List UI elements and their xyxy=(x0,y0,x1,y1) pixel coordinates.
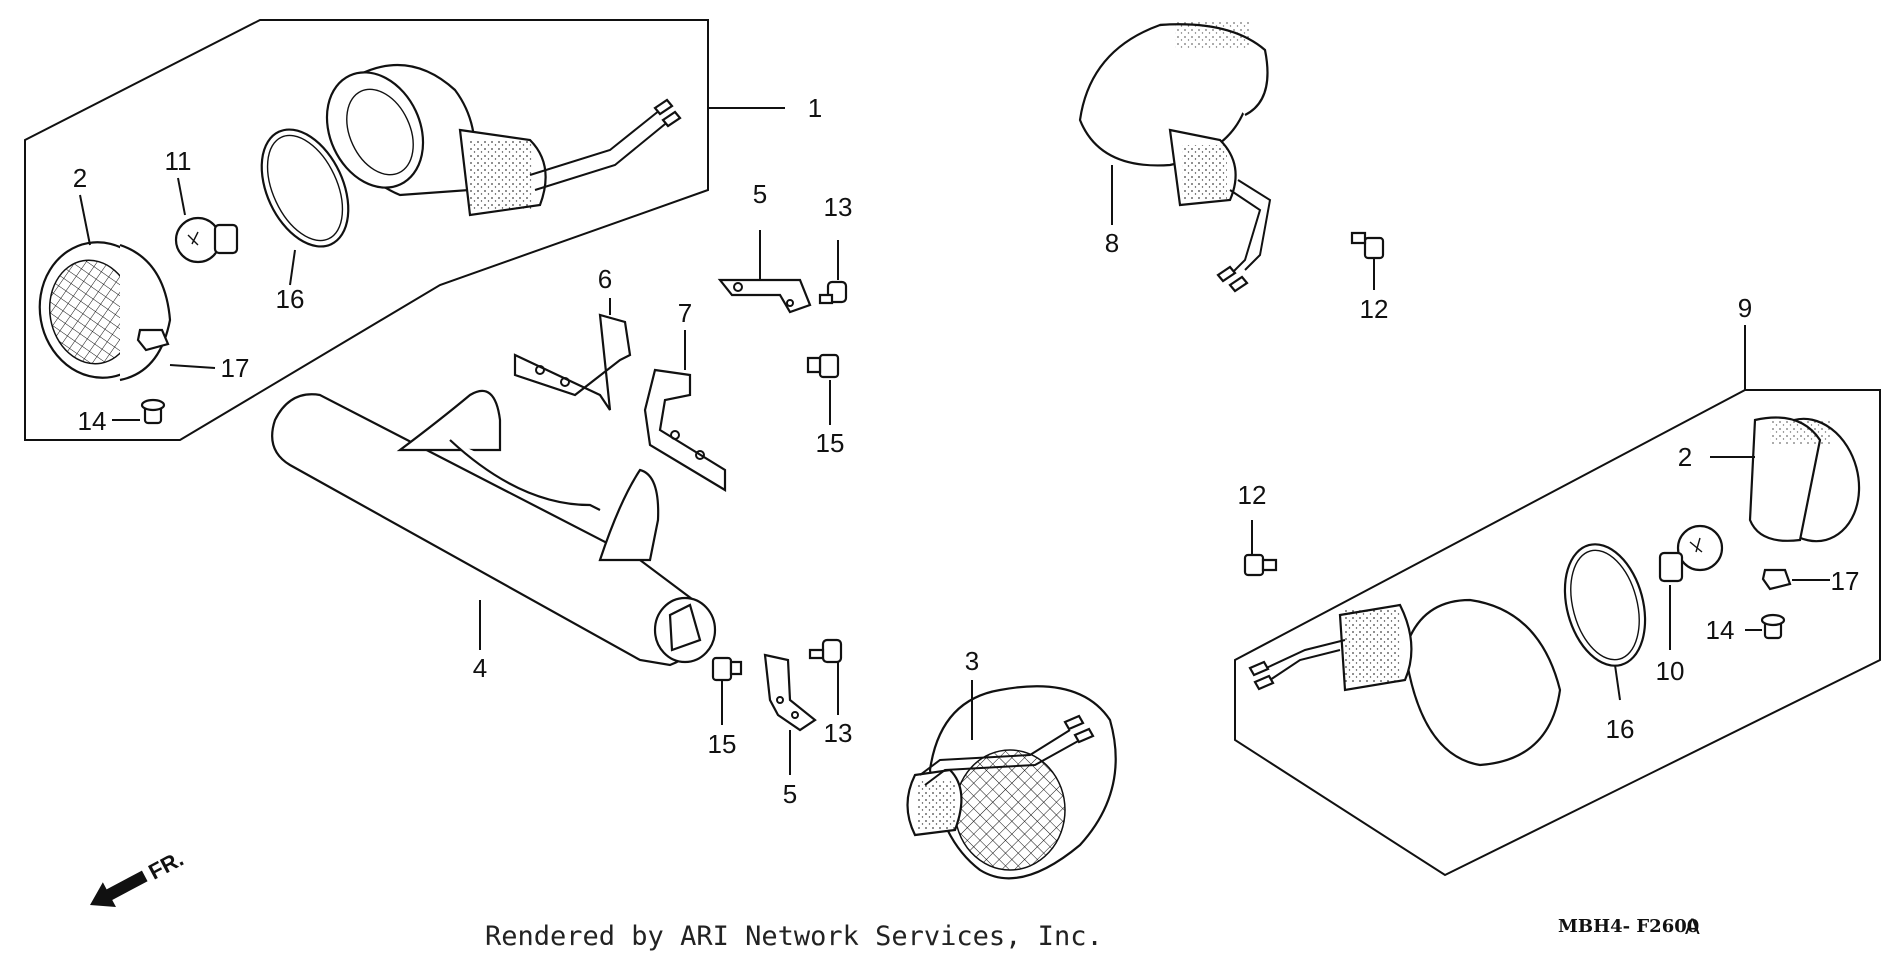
part-number-17-right: 17 xyxy=(1831,566,1860,596)
right-signal-housing xyxy=(1248,598,1562,767)
diagram-code: MBH4- F2600 xyxy=(1558,916,1699,937)
front-turn-signal-3 xyxy=(906,680,1117,880)
part-number-10: 10 xyxy=(1656,656,1685,686)
right-turn-signal-assembly xyxy=(1234,325,1881,877)
part-number-12-lower: 12 xyxy=(1238,480,1267,510)
right-signal-screw xyxy=(1745,613,1786,640)
diagram-revision: A xyxy=(1685,914,1700,939)
right-signal-lens xyxy=(1710,416,1861,543)
part-numbers: 1 2 11 16 17 14 6 7 5 13 15 4 15 5 13 3 … xyxy=(73,93,1860,809)
right-signal-nut xyxy=(1761,568,1830,591)
right-signal-gasket-ring xyxy=(1563,543,1647,701)
part-number-2-right: 2 xyxy=(1678,442,1692,472)
part-number-16-left: 16 xyxy=(276,284,305,314)
part-number-3: 3 xyxy=(965,646,979,676)
left-signal-lens xyxy=(38,241,172,382)
arrow-left-icon xyxy=(90,870,148,908)
part-number-11: 11 xyxy=(165,146,192,176)
part-number-12-upper: 12 xyxy=(1360,294,1389,324)
bracket-5-lower xyxy=(763,653,817,775)
left-signal-screw xyxy=(140,398,166,425)
part-number-15-lower: 15 xyxy=(708,729,737,759)
part-number-6: 6 xyxy=(598,264,612,294)
part-number-7: 7 xyxy=(678,298,692,328)
bolt-15-lower xyxy=(711,656,743,725)
turn-signal-8 xyxy=(1078,20,1272,293)
bolt-15-upper xyxy=(806,353,840,425)
part-number-13-upper: 13 xyxy=(824,192,853,222)
part-number-4: 4 xyxy=(473,653,487,683)
front-direction-indicator: FR. xyxy=(90,846,187,908)
part-number-13-lower: 13 xyxy=(824,718,853,748)
left-signal-housing xyxy=(325,64,682,217)
part-number-2-left: 2 xyxy=(73,163,87,193)
part-number-5-upper: 5 xyxy=(753,179,767,209)
screw-13-lower xyxy=(808,638,843,715)
stay-7 xyxy=(643,330,727,492)
turn-signal-mounting-bar xyxy=(271,389,717,667)
bracket-5-upper xyxy=(717,230,812,314)
part-number-9: 9 xyxy=(1738,293,1752,323)
left-signal-bulb xyxy=(174,216,239,264)
right-signal-bulb xyxy=(1658,524,1724,650)
left-turn-signal-assembly xyxy=(24,19,785,441)
credit-text: Rendered by ARI Network Services, Inc. xyxy=(485,921,1103,952)
screw-13-upper xyxy=(818,240,848,305)
part-number-15-upper: 15 xyxy=(816,428,845,458)
left-signal-nut xyxy=(136,328,170,352)
part-number-14-left: 14 xyxy=(78,406,107,436)
part-number-17-left: 17 xyxy=(221,353,250,383)
direction-label: FR. xyxy=(144,846,187,885)
part-number-8: 8 xyxy=(1105,228,1119,258)
part-number-5-lower: 5 xyxy=(783,779,797,809)
screw-12-lower xyxy=(1243,520,1278,577)
part-number-16-right: 16 xyxy=(1606,714,1635,744)
screw-12-upper xyxy=(1350,231,1385,290)
part-number-1: 1 xyxy=(808,93,822,123)
part-number-14-right: 14 xyxy=(1706,615,1735,645)
stay-6 xyxy=(513,298,632,411)
left-signal-gasket-ring xyxy=(260,128,350,248)
left-assembly-outline xyxy=(24,19,709,441)
